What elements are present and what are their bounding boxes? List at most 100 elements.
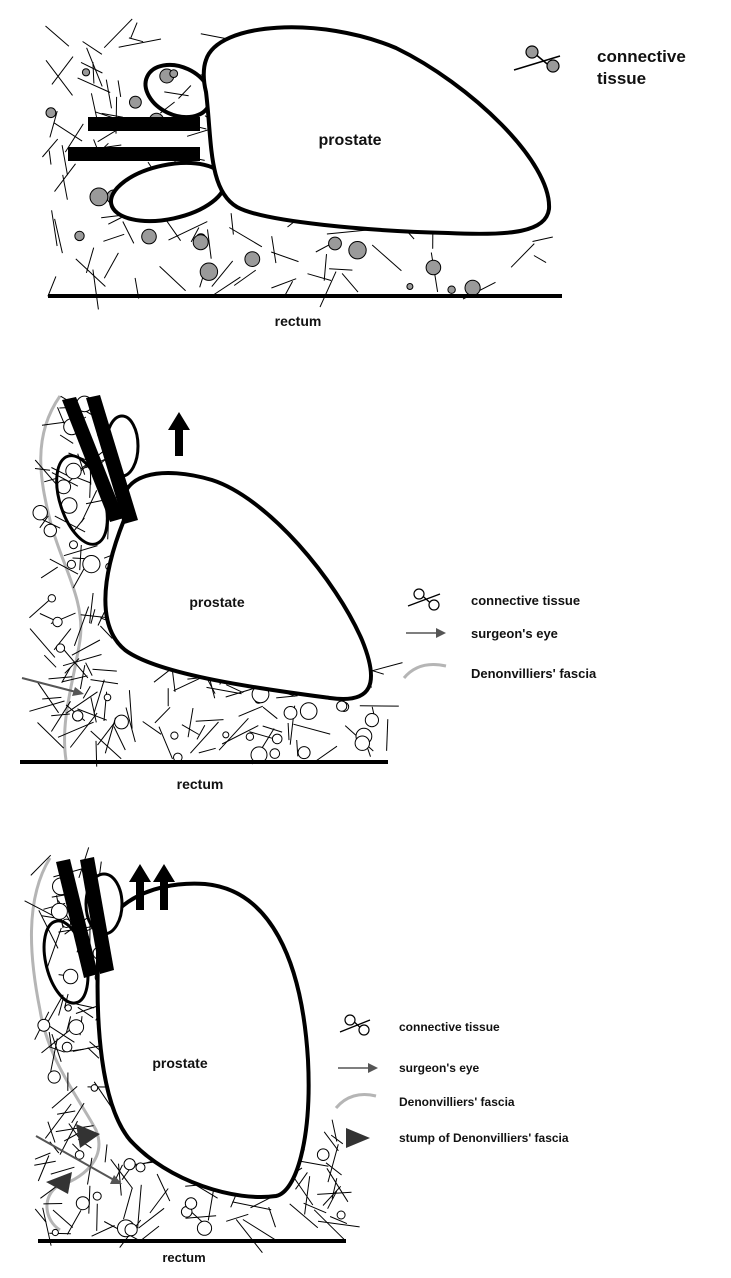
tissue-fiber (77, 708, 107, 721)
tissue-fiber (271, 278, 297, 289)
prostate-outline (103, 471, 373, 701)
tissue-fiber (113, 726, 126, 751)
tissue-fiber (61, 667, 71, 684)
tissue-fiber (289, 1203, 319, 1229)
tissue-cell (114, 714, 129, 730)
tissue-fiber (195, 719, 224, 722)
tissue-fiber (51, 210, 58, 247)
tissue-fiber (168, 221, 208, 241)
tissue-fiber (69, 712, 98, 748)
tissue-fiber (44, 1103, 72, 1139)
tissue-fiber (82, 686, 91, 699)
tissue-fiber (93, 679, 105, 714)
tissue-cell (464, 279, 481, 296)
denonvilliers-fascia (39, 395, 83, 761)
tissue-fiber (59, 1120, 78, 1155)
tissue-cell (74, 230, 85, 242)
tissue-fiber (187, 708, 194, 738)
legend-label: Denonvilliers' fascia (399, 1095, 515, 1109)
fascia-curve-icon (334, 1093, 377, 1109)
tissue-fiber (329, 1216, 348, 1225)
tissue-fiber (62, 174, 68, 200)
tissue-fiber (101, 112, 123, 118)
tissue-cell (245, 732, 255, 741)
tissue-fiber (268, 1206, 276, 1228)
tissue-fiber (41, 1027, 73, 1054)
tissue-fiber (34, 1160, 56, 1166)
organ-label: prostate (318, 132, 381, 149)
tissue-cell (425, 259, 442, 276)
tissue-fiber (156, 1173, 171, 1202)
tissue-fiber (149, 1188, 169, 1214)
tissue-fiber (64, 658, 80, 674)
tissue-fiber (233, 269, 256, 286)
tissue-fiber (100, 625, 113, 639)
tissue-fiber (50, 1166, 75, 1175)
tissue-cell (62, 968, 79, 985)
tissue-fiber (327, 1144, 339, 1183)
baseline-label: rectum (275, 313, 322, 329)
clamp-bar (68, 147, 200, 161)
tissue-fiber (37, 722, 65, 749)
tissue-cell (124, 1223, 138, 1237)
legend: connective tissue surgeon's eye Denonvil… (402, 588, 597, 681)
baseline-label: rectum (162, 1250, 205, 1265)
tissue-cell (328, 236, 342, 251)
fascia-curve-icon (402, 663, 447, 680)
tissue-cell (196, 1220, 213, 1236)
tissue-cell (283, 706, 298, 720)
tissue-fiber (293, 723, 331, 735)
tissue-fiber (327, 1190, 338, 1209)
tissue-fiber (262, 706, 278, 720)
legend-label: connective tissue (471, 593, 580, 608)
tissue-fiber (46, 927, 62, 970)
tissue-fiber (45, 25, 70, 47)
tissue-cell (72, 710, 84, 722)
tissue-fiber (66, 1209, 82, 1235)
tissue-fiber (198, 747, 216, 754)
tissue-fiber (295, 1172, 308, 1190)
tissue-cell (47, 594, 56, 603)
tissue-cell (64, 1004, 72, 1012)
tissue-fiber (88, 1185, 91, 1214)
tissue-fiber (87, 1047, 100, 1059)
tissue-fiber (96, 1203, 98, 1231)
tissue-fiber (213, 276, 241, 296)
panel-1: prostate rectum connective tissue (42, 18, 691, 329)
tissue-cell (170, 731, 179, 740)
tissue-fiber (128, 37, 144, 43)
tissue-fiber (317, 1191, 352, 1195)
tissue-fiber (85, 662, 93, 676)
panel-3: prostate rectum connective tissue surgeo… (24, 847, 569, 1265)
tissue-fiber (34, 1208, 47, 1223)
tissue-cell (65, 462, 82, 480)
tissue-cell (81, 68, 91, 77)
tissue-fiber (178, 85, 192, 99)
tissue-fiber (45, 59, 73, 96)
legend-label: connective tissue (597, 47, 691, 88)
tissue-fiber (92, 61, 95, 84)
tissue-fiber (138, 1207, 165, 1229)
tissue-fiber (103, 252, 119, 279)
legend-label: Denonvilliers' fascia (471, 666, 597, 681)
tissue-cell (123, 1158, 136, 1171)
tissue-cell (50, 902, 68, 920)
tissue-fiber (80, 61, 103, 74)
tissue-fiber (105, 79, 112, 109)
tissue-fiber (79, 665, 86, 690)
tissue-fiber (139, 1225, 160, 1242)
tissue-fiber (90, 730, 122, 760)
arrow-icon (338, 1063, 378, 1073)
tissue-fiber (322, 1185, 342, 1206)
tissue-cell (299, 702, 318, 720)
tissue-fiber (51, 713, 70, 717)
tissue-fiber (118, 1163, 122, 1196)
tissue-fiber (85, 247, 95, 274)
legend-label-line: tissue (597, 69, 646, 88)
tissue-fiber (262, 725, 283, 733)
tissue-cell (169, 69, 179, 78)
tissue-fiber (55, 1125, 94, 1133)
tissue-fiber (125, 707, 136, 743)
tissue-fiber (52, 1209, 74, 1228)
tissue-fiber (37, 682, 60, 714)
